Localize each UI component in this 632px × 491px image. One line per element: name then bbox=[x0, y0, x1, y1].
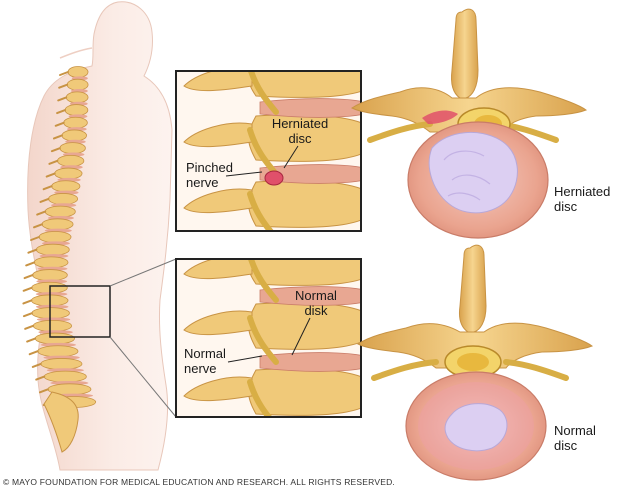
spinous-process bbox=[26, 337, 37, 343]
inset-disc bbox=[259, 352, 361, 372]
spinous-process bbox=[57, 96, 68, 102]
spinous-process bbox=[36, 210, 47, 216]
spinous-process bbox=[31, 362, 42, 368]
label-normal-disk: Normal disk bbox=[291, 288, 337, 356]
vertebra bbox=[37, 345, 79, 358]
label-herniated-disc-cross: Herniated disc bbox=[554, 184, 610, 214]
vertebra-process bbox=[183, 188, 253, 214]
nerve-root bbox=[247, 379, 273, 417]
vertebra bbox=[51, 180, 81, 193]
vertebra bbox=[67, 66, 89, 78]
vertebra bbox=[44, 205, 76, 218]
spinous-process bbox=[22, 286, 33, 292]
vertebra bbox=[61, 129, 87, 142]
copyright-notice: © MAYO FOUNDATION FOR MEDICAL EDUCATION … bbox=[3, 477, 395, 487]
vertebra bbox=[33, 256, 69, 269]
inset-disc bbox=[259, 164, 361, 184]
spinous-process bbox=[56, 109, 67, 115]
vertebra-process bbox=[183, 259, 253, 280]
vertebra-body bbox=[248, 180, 361, 228]
svg-text:Normal: Normal bbox=[554, 423, 596, 438]
inset-herniated bbox=[175, 70, 362, 232]
vertebra bbox=[41, 218, 74, 231]
spinous-process bbox=[39, 197, 50, 203]
label-herniated-disc-inset: Herniated disc bbox=[272, 116, 328, 169]
label-normal-nerve: Normal nerve bbox=[184, 346, 263, 376]
connector-line-bottom bbox=[109, 336, 177, 418]
nerve-root bbox=[247, 259, 279, 303]
svg-text:Herniated: Herniated bbox=[554, 184, 610, 199]
vertebra-process bbox=[183, 310, 253, 336]
spinous-process bbox=[48, 159, 59, 165]
spinous-process bbox=[23, 274, 34, 280]
spinous-process bbox=[27, 248, 38, 254]
spinous-process bbox=[24, 324, 35, 330]
vertebra bbox=[34, 332, 75, 345]
sacrum bbox=[43, 391, 79, 453]
nerve-root bbox=[247, 71, 279, 115]
svg-text:disc: disc bbox=[288, 131, 312, 146]
inset-disc bbox=[259, 286, 361, 306]
cross-section-herniated bbox=[351, 8, 588, 239]
inset-normal bbox=[175, 258, 362, 418]
spinous-process bbox=[25, 261, 36, 267]
spinous-process bbox=[42, 185, 53, 191]
spinous-process bbox=[45, 172, 56, 178]
vertebra bbox=[32, 269, 68, 281]
vertebra-body bbox=[248, 368, 361, 416]
label-pinched-nerve: Pinched nerve bbox=[186, 160, 263, 190]
spinous-process bbox=[54, 121, 65, 127]
spinous-process bbox=[22, 312, 33, 318]
svg-text:disk: disk bbox=[304, 303, 328, 318]
vertebra bbox=[65, 91, 89, 104]
svg-text:disc: disc bbox=[554, 199, 578, 214]
vertebra bbox=[64, 104, 89, 116]
spinous-process bbox=[38, 388, 49, 394]
vertebra bbox=[38, 231, 72, 243]
lumbar-highlight-box bbox=[49, 285, 111, 338]
spinous-process bbox=[52, 134, 63, 140]
svg-text:nerve: nerve bbox=[186, 175, 219, 190]
nerve-root bbox=[247, 315, 279, 365]
spinous-process bbox=[35, 375, 46, 381]
svg-text:Normal: Normal bbox=[184, 346, 226, 361]
vertebra bbox=[63, 116, 88, 129]
spinous-process bbox=[33, 223, 44, 229]
svg-text:nerve: nerve bbox=[184, 361, 217, 376]
vertebra bbox=[48, 193, 79, 205]
inset-disc bbox=[259, 98, 361, 118]
cross-section-normal bbox=[357, 244, 594, 481]
spine-column bbox=[22, 66, 97, 453]
vertebra-body bbox=[248, 259, 361, 286]
vertebra-process bbox=[183, 122, 253, 148]
svg-text:Normal: Normal bbox=[295, 288, 337, 303]
spinous-process bbox=[22, 299, 33, 305]
vertebra bbox=[54, 167, 83, 180]
label-normal-disc-cross: Normal disc bbox=[554, 423, 596, 453]
svg-text:disc: disc bbox=[554, 438, 578, 453]
vertebra bbox=[59, 142, 86, 155]
spinous-process bbox=[30, 236, 41, 241]
vertebra bbox=[66, 78, 89, 91]
spinous-process bbox=[59, 71, 69, 76]
vertebra bbox=[32, 319, 73, 332]
vertebra-body bbox=[248, 71, 361, 98]
connector-line-top bbox=[109, 258, 177, 287]
vertebra bbox=[57, 154, 85, 167]
svg-text:Pinched: Pinched bbox=[186, 160, 233, 175]
spinous-process bbox=[50, 147, 61, 153]
vertebra bbox=[43, 370, 87, 383]
vertebra bbox=[35, 243, 70, 256]
vertebra-process bbox=[183, 71, 253, 92]
spinous-process bbox=[58, 83, 69, 89]
vertebra bbox=[40, 358, 83, 370]
nerve-root bbox=[247, 191, 275, 231]
vertebra-process bbox=[183, 376, 253, 402]
svg-text:Herniated: Herniated bbox=[272, 116, 328, 131]
herniation-bulge bbox=[264, 170, 284, 186]
spinous-process bbox=[28, 350, 39, 356]
